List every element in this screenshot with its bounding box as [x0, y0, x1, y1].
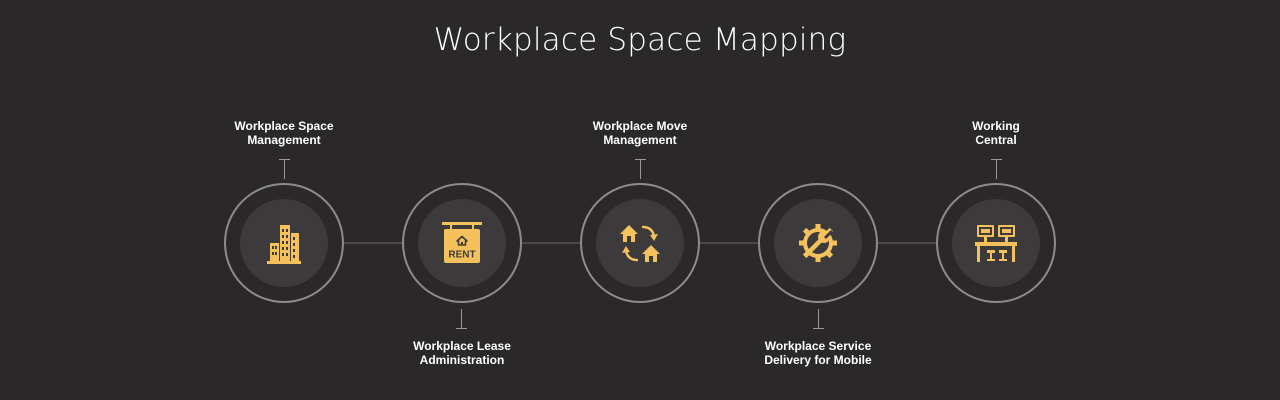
- step-node-working-central[interactable]: [936, 183, 1056, 303]
- step-label-workplace-service-delivery: Workplace Service Delivery for Mobile: [728, 339, 908, 367]
- step-label-line: Management: [603, 133, 677, 147]
- step-node-inner: [240, 199, 328, 287]
- buildings-icon: [262, 221, 306, 265]
- page-title: Workplace Space Mapping: [433, 22, 847, 58]
- label-stem: [456, 309, 467, 329]
- step-node-inner: [774, 199, 862, 287]
- step-label-line: Central: [975, 133, 1017, 147]
- house-move-icon: [618, 221, 662, 265]
- rent-sign-text: RENT: [448, 250, 475, 261]
- step-label-workplace-space-management: Workplace Space Management: [194, 119, 374, 147]
- label-stem: [991, 159, 1002, 179]
- step-label-workplace-move-management: Workplace Move Management: [550, 119, 730, 147]
- rent-sign-icon: RENT: [440, 221, 484, 265]
- step-label-line: Administration: [419, 353, 505, 367]
- step-node-inner: [596, 199, 684, 287]
- step-node-workplace-lease-administration[interactable]: RENT: [402, 183, 522, 303]
- step-node-workplace-move-management[interactable]: [580, 183, 700, 303]
- step-label-line: Working: [972, 119, 1020, 133]
- step-label-line: Management: [247, 133, 321, 147]
- step-label-line: Delivery for Mobile: [764, 353, 872, 367]
- step-label-line: Workplace Service: [764, 339, 872, 353]
- step-label-working-central: Working Central: [906, 119, 1086, 147]
- workstation-desks-icon: [974, 221, 1018, 265]
- step-label-line: Workplace Space: [234, 119, 334, 133]
- label-stem: [279, 159, 290, 179]
- step-node-workplace-space-management[interactable]: [224, 183, 344, 303]
- step-label-line: Workplace Move: [592, 119, 688, 133]
- step-node-workplace-service-delivery[interactable]: [758, 183, 878, 303]
- step-node-inner: [952, 199, 1040, 287]
- label-stem: [813, 309, 824, 329]
- step-label-line: Workplace Lease: [413, 339, 511, 353]
- label-stem: [635, 159, 646, 179]
- gear-wrench-icon: [796, 221, 840, 265]
- step-label-workplace-lease-administration: Workplace Lease Administration: [372, 339, 552, 367]
- step-node-inner: RENT: [418, 199, 506, 287]
